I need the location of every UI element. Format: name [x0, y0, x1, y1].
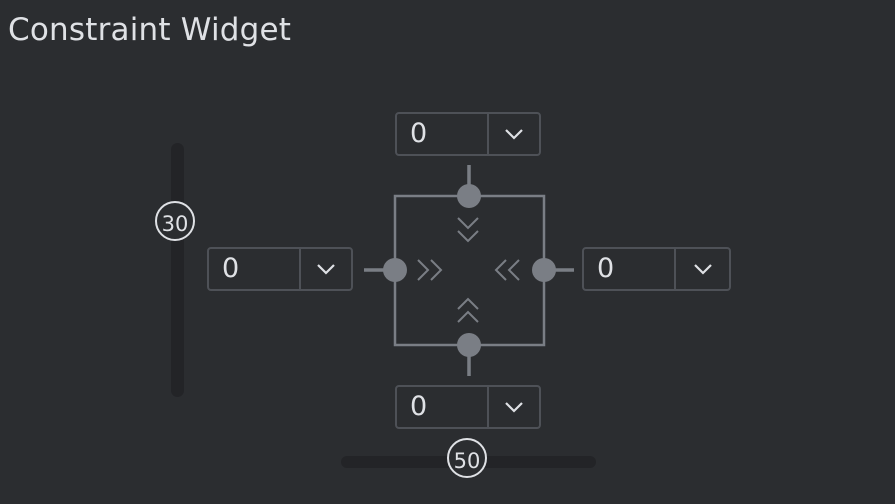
- right-double-chevron-left-icon[interactable]: [494, 259, 520, 281]
- top-margin-value[interactable]: 0: [410, 118, 428, 149]
- bottom-double-chevron-up-icon[interactable]: [457, 297, 479, 323]
- horizontal-bias-value: 50: [453, 449, 481, 473]
- left-margin-value[interactable]: 0: [222, 253, 240, 284]
- right-margin-combo[interactable]: 0: [582, 247, 731, 291]
- left-margin-combo[interactable]: 0: [207, 247, 353, 291]
- top-double-chevron-down-icon[interactable]: [457, 217, 479, 243]
- left-double-chevron-right-icon[interactable]: [417, 259, 443, 281]
- panel-title: Constraint Widget: [8, 12, 292, 48]
- right-margin-dropdown-button[interactable]: [676, 249, 729, 289]
- left-anchor-handle[interactable]: [383, 258, 407, 282]
- bottom-anchor-handle[interactable]: [457, 333, 481, 357]
- top-margin-dropdown-button[interactable]: [489, 114, 539, 154]
- combo-separator: [674, 249, 676, 289]
- horizontal-bias-thumb[interactable]: 50: [447, 438, 487, 478]
- vertical-bias-value: 30: [161, 212, 189, 236]
- chevron-down-icon: [505, 129, 523, 140]
- combo-separator: [487, 114, 489, 154]
- vertical-bias-thumb[interactable]: 30: [155, 201, 195, 241]
- bottom-margin-value[interactable]: 0: [410, 391, 428, 422]
- combo-separator: [487, 387, 489, 427]
- chevron-down-icon: [693, 264, 712, 275]
- right-margin-value[interactable]: 0: [597, 253, 615, 284]
- top-margin-combo[interactable]: 0: [395, 112, 541, 156]
- bottom-margin-dropdown-button[interactable]: [489, 387, 539, 427]
- right-anchor-handle[interactable]: [532, 258, 556, 282]
- view-box: [393, 194, 546, 347]
- combo-separator: [299, 249, 301, 289]
- chevron-down-icon: [505, 402, 523, 413]
- chevron-down-icon: [317, 264, 335, 275]
- top-anchor-handle[interactable]: [457, 184, 481, 208]
- left-margin-dropdown-button[interactable]: [301, 249, 351, 289]
- bottom-margin-combo[interactable]: 0: [395, 385, 541, 429]
